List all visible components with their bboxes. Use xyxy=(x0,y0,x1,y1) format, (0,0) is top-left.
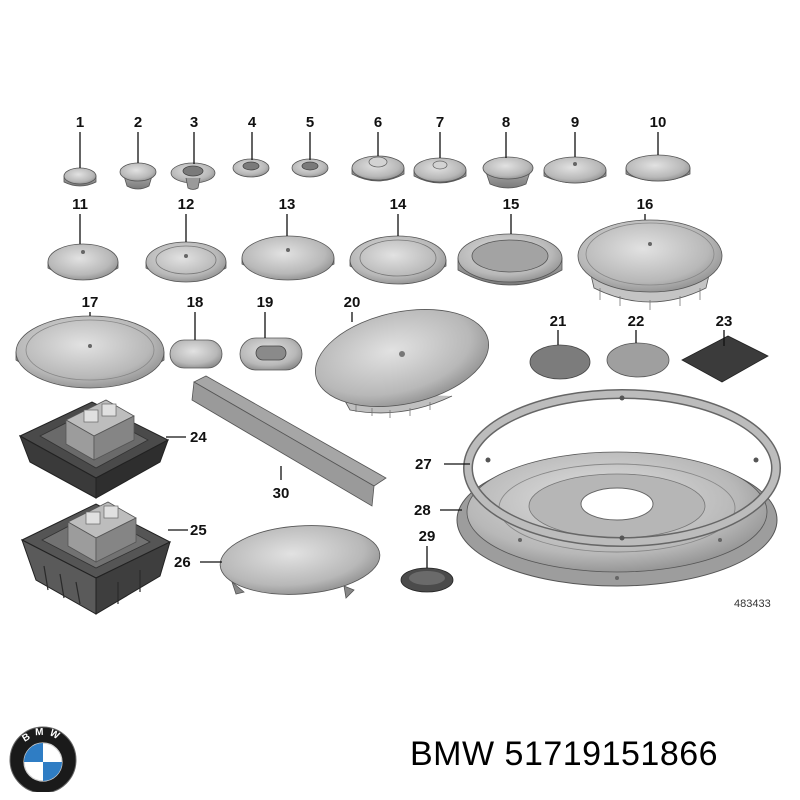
part-26-cover xyxy=(219,525,381,599)
footer-part-number: 51719151866 xyxy=(504,735,719,773)
part-30-strip xyxy=(191,375,387,507)
part-2-plug xyxy=(119,162,157,190)
part-4-grommet xyxy=(232,158,270,178)
label-11: 11 xyxy=(72,196,88,213)
label-26: 26 xyxy=(174,554,191,571)
footer-brand: BMW xyxy=(410,735,495,773)
part-18-plug xyxy=(169,339,223,369)
label-15: 15 xyxy=(503,196,520,213)
part-27-ring xyxy=(463,389,781,547)
label-30: 30 xyxy=(273,485,290,502)
label-16: 16 xyxy=(637,196,654,213)
label-21: 21 xyxy=(550,313,567,330)
label-4: 4 xyxy=(248,114,257,131)
label-20: 20 xyxy=(344,294,361,311)
part-10-plug xyxy=(625,154,691,182)
label-22: 22 xyxy=(628,313,645,330)
bmw-logo: BMW xyxy=(9,726,77,792)
part-23-pad xyxy=(681,335,769,383)
part-17-cover xyxy=(15,315,165,389)
label-13: 13 xyxy=(279,196,296,213)
label-6: 6 xyxy=(374,114,382,131)
label-24: 24 xyxy=(190,429,207,446)
part-29-grommet xyxy=(400,567,454,593)
part-7-plug xyxy=(413,157,467,184)
label-18: 18 xyxy=(187,294,204,311)
part-28-housing xyxy=(456,451,778,587)
part-9-plug xyxy=(543,156,607,184)
label-23: 23 xyxy=(716,313,733,330)
part-11-plug xyxy=(47,243,119,281)
label-3: 3 xyxy=(190,114,198,131)
part-25-jack-pad xyxy=(20,501,172,615)
label-28: 28 xyxy=(414,502,431,519)
label-1: 1 xyxy=(76,114,84,131)
part-16-cover xyxy=(577,219,723,310)
part-19-grommet xyxy=(239,337,303,371)
label-29: 29 xyxy=(419,528,436,545)
part-6-plug xyxy=(351,155,405,182)
label-9: 9 xyxy=(571,114,579,131)
part-3-grommet xyxy=(170,162,216,190)
label-5: 5 xyxy=(306,114,314,131)
label-8: 8 xyxy=(502,114,510,131)
label-27: 27 xyxy=(415,456,432,473)
part-13-plug xyxy=(241,235,335,281)
part-24-jack-pad xyxy=(18,399,170,499)
label-25: 25 xyxy=(190,522,207,539)
leader-lines xyxy=(79,132,725,568)
label-10: 10 xyxy=(650,114,667,131)
label-12: 12 xyxy=(178,196,195,213)
part-12-plug xyxy=(145,241,227,283)
part-20-cover xyxy=(314,309,490,418)
part-1-plug xyxy=(63,167,97,187)
label-14: 14 xyxy=(390,196,407,213)
label-2: 2 xyxy=(134,114,142,131)
footer-part-label: BMW 51719151866 xyxy=(410,735,718,774)
label-17: 17 xyxy=(82,294,99,311)
part-5-grommet xyxy=(291,158,329,178)
part-15-grommet xyxy=(457,233,563,286)
part-labels: 1 2 3 4 5 6 7 8 9 10 11 12 13 14 15 16 1… xyxy=(72,114,771,610)
part-8-plug xyxy=(482,156,534,189)
part-14-plug xyxy=(349,235,447,285)
label-7: 7 xyxy=(436,114,444,131)
part-21-pad xyxy=(529,344,591,380)
part-22-pad xyxy=(606,342,670,378)
label-19: 19 xyxy=(257,294,274,311)
diagram-reference-number: 483433 xyxy=(734,598,771,610)
